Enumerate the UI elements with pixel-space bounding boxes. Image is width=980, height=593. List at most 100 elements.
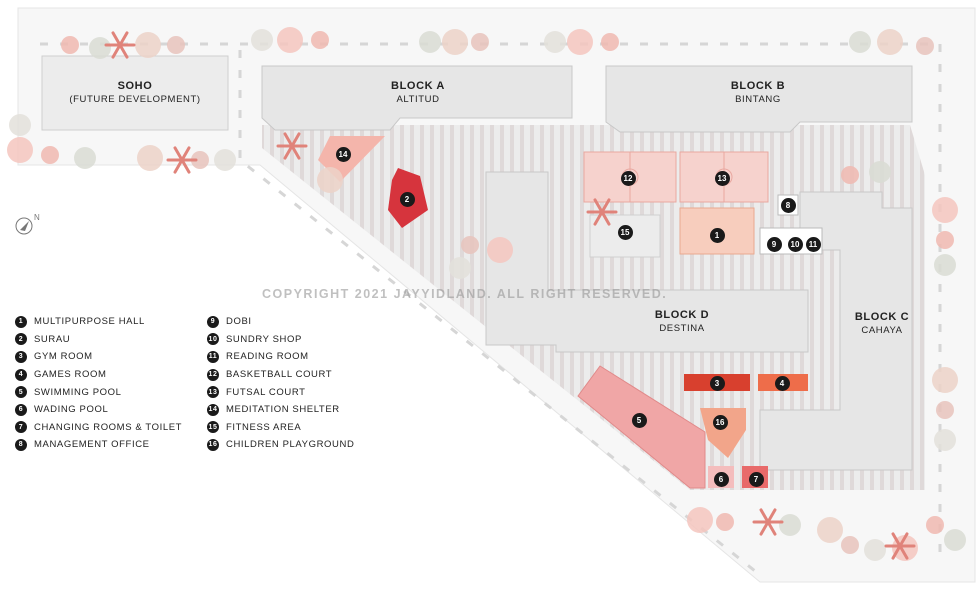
- marker-6: 6: [713, 471, 729, 487]
- marker-12: 12: [620, 170, 636, 186]
- tree-canopy-icon: [544, 31, 566, 53]
- tree-canopy-icon: [841, 536, 859, 554]
- svg-text:N: N: [34, 213, 40, 222]
- legend-item: 9 DOBI: [207, 313, 354, 331]
- tree-canopy-icon: [934, 254, 956, 276]
- legend-number: 7: [15, 421, 27, 434]
- tree-canopy-icon: [877, 29, 903, 55]
- soho-building: [41, 55, 229, 131]
- marker-7: 7: [748, 471, 764, 487]
- tree-canopy-icon: [936, 401, 954, 419]
- legend-label: READING ROOM: [226, 351, 309, 363]
- block-c-name: BLOCK C: [854, 311, 910, 323]
- tree-canopy-icon: [916, 37, 934, 55]
- copyright-watermark: COPYRIGHT 2021 JAYYIDLAND. ALL RIGHT RES…: [262, 287, 668, 301]
- legend-label: SUNDRY SHOP: [226, 333, 302, 345]
- north-arrow-icon: N: [15, 213, 40, 235]
- tree-canopy-icon: [817, 517, 843, 543]
- tree-canopy-icon: [934, 429, 956, 451]
- legend-label: BASKETBALL COURT: [226, 369, 333, 381]
- legend-number: 15: [207, 421, 219, 434]
- legend-label: MULTIPURPOSE HALL: [34, 316, 145, 328]
- tree-canopy-icon: [41, 146, 59, 164]
- tree-canopy-icon: [779, 514, 801, 536]
- block-d-label: BLOCK D DESTINA: [622, 309, 742, 334]
- legend-label: SURAU: [34, 333, 71, 345]
- block-a-name: BLOCK A: [391, 80, 445, 92]
- tree-canopy-icon: [137, 145, 163, 171]
- marker-5: 5: [631, 412, 647, 428]
- tree-canopy-icon: [687, 507, 713, 533]
- tree-canopy-icon: [841, 166, 859, 184]
- legend-label: WADING POOL: [34, 404, 109, 416]
- marker-2: 2: [399, 191, 415, 207]
- palm-tree-icon: [104, 31, 136, 59]
- marker-16: 16: [712, 414, 728, 430]
- legend-label: MANAGEMENT OFFICE: [34, 439, 150, 451]
- tree-canopy-icon: [932, 367, 958, 393]
- tree-canopy-icon: [601, 33, 619, 51]
- block-a-subtitle: ALTITUD: [396, 94, 440, 105]
- palm-tree-icon: [752, 508, 784, 536]
- legend-label: GAMES ROOM: [34, 369, 107, 381]
- legend-number: 14: [207, 403, 219, 416]
- tree-canopy-icon: [936, 231, 954, 249]
- soho-label: SOHO (FUTURE DEVELOPMENT): [42, 80, 228, 105]
- tree-canopy-icon: [932, 197, 958, 223]
- tree-canopy-icon: [89, 37, 111, 59]
- block-b-building: [605, 65, 913, 133]
- landscape-trees: [7, 27, 966, 561]
- tree-canopy-icon: [251, 29, 273, 51]
- block-b-subtitle: BINTANG: [735, 94, 781, 105]
- tree-canopy-icon: [311, 31, 329, 49]
- block-b-label: BLOCK B BINTANG: [698, 80, 818, 105]
- tree-canopy-icon: [74, 147, 96, 169]
- legend-number: 4: [15, 368, 27, 381]
- tree-canopy-icon: [419, 31, 441, 53]
- tree-canopy-icon: [849, 31, 871, 53]
- palm-tree-icon: [884, 532, 916, 560]
- marker-1: 1: [709, 227, 725, 243]
- marker-3: 3: [709, 375, 725, 391]
- legend-item: 5 SWIMMING POOL: [15, 383, 182, 401]
- marker-4: 4: [774, 375, 790, 391]
- legend-number: 9: [207, 315, 219, 328]
- tree-canopy-icon: [61, 36, 79, 54]
- tree-canopy-icon: [461, 236, 479, 254]
- tree-canopy-icon: [864, 539, 886, 561]
- tree-canopy-icon: [7, 137, 33, 163]
- legend-number: 5: [15, 386, 27, 399]
- tree-canopy-icon: [449, 257, 471, 279]
- legend-label: SWIMMING POOL: [34, 386, 122, 398]
- legend-item: 11 READING ROOM: [207, 348, 354, 366]
- legend-label: GYM ROOM: [34, 351, 93, 363]
- block-c-subtitle: CAHAYA: [861, 325, 903, 336]
- legend-label: FUTSAL COURT: [226, 386, 306, 398]
- legend-label: DOBI: [226, 316, 252, 328]
- block-d-building: [485, 171, 809, 353]
- tree-canopy-icon: [716, 513, 734, 531]
- legend-label: CHILDREN PLAYGROUND: [226, 439, 355, 451]
- legend-number: 16: [207, 438, 219, 451]
- tree-canopy-icon: [567, 29, 593, 55]
- legend-number: 1: [15, 315, 27, 328]
- legend-number: 11: [207, 350, 219, 363]
- tree-canopy-icon: [944, 529, 966, 551]
- tree-canopy-icon: [869, 161, 891, 183]
- block-c-label: BLOCK C CAHAYA: [842, 311, 922, 336]
- marker-15: 15: [617, 224, 633, 240]
- tree-canopy-icon: [135, 32, 161, 58]
- legend-number: 3: [15, 350, 27, 363]
- marker-10: 10: [787, 236, 803, 252]
- legend-number: 12: [207, 368, 219, 381]
- tree-canopy-icon: [9, 114, 31, 136]
- tree-canopy-icon: [317, 167, 343, 193]
